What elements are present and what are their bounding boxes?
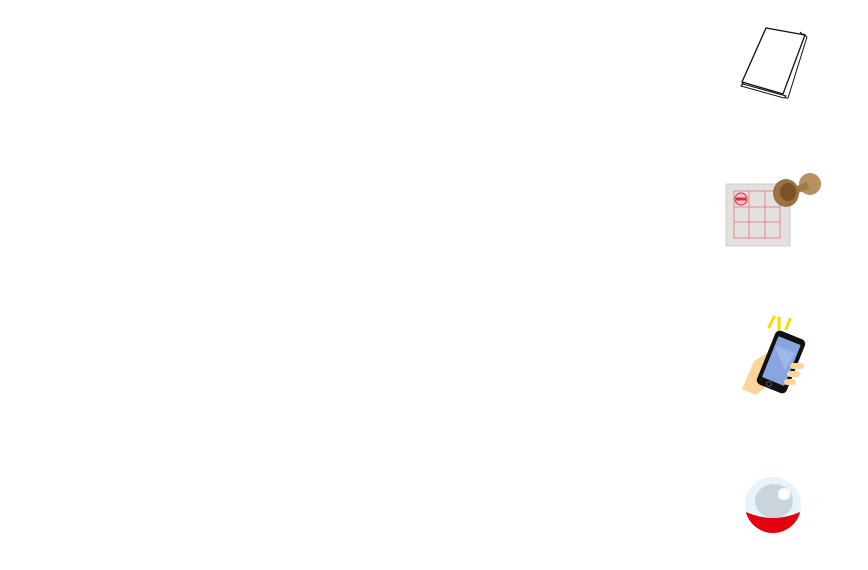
paper-stack-icon — [740, 27, 808, 99]
fishing-float-icon — [745, 477, 801, 533]
smartphone-in-hand-icon — [742, 315, 806, 395]
stamp-card-icon — [725, 173, 821, 247]
